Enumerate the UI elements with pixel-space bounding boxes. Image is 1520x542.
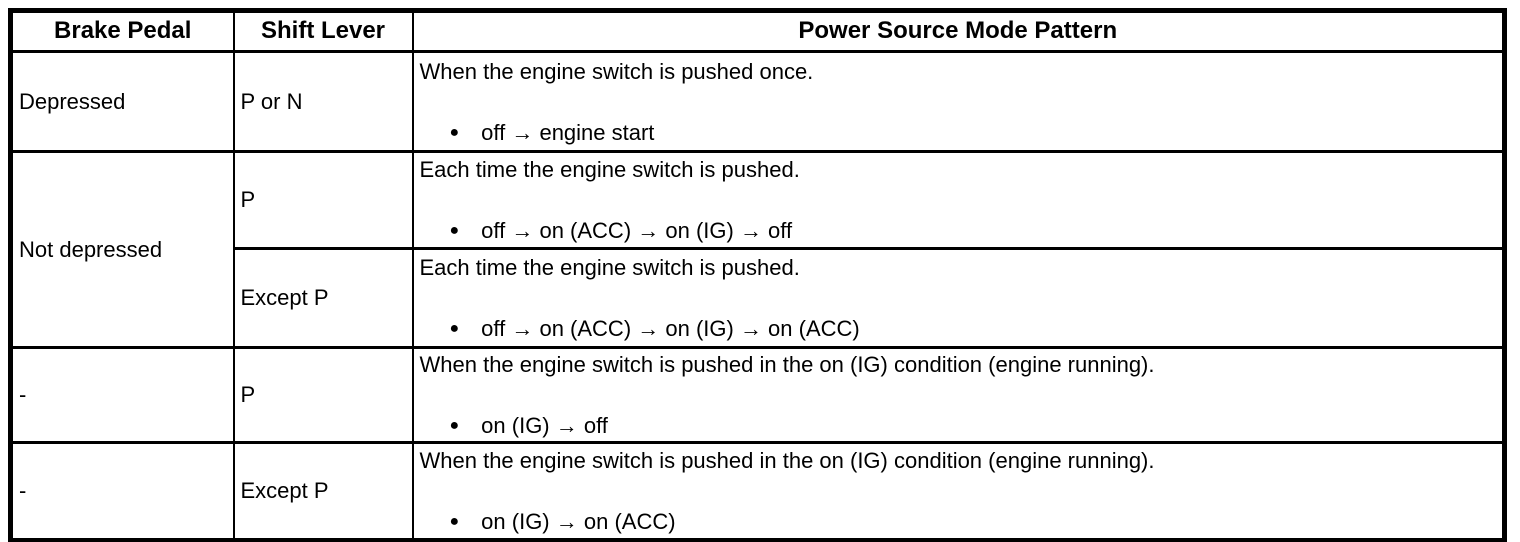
- pattern-sequence: on (IG) → off: [481, 413, 608, 438]
- bullet-icon: ●: [449, 417, 460, 434]
- pattern-bullet-line: ● off → engine start: [420, 120, 1499, 146]
- header-shift-lever: Shift Lever: [232, 9, 414, 53]
- brake-pedal-cell: -: [9, 346, 235, 444]
- pattern-description: When the engine switch is pushed once.: [419, 58, 814, 84]
- bullet-icon: ●: [449, 320, 460, 337]
- pattern-sequence: off → on (ACC) → on (IG) → off: [481, 218, 793, 243]
- shift-lever-cell: P or N: [232, 50, 414, 153]
- header-row: Brake Pedal Shift Lever Power Source Mod…: [9, 9, 1506, 53]
- pattern-cell: When the engine switch is pushed once. ●…: [411, 50, 1506, 153]
- pattern-cell: When the engine switch is pushed in the …: [411, 441, 1506, 542]
- pattern-cell: Each time the engine switch is pushed. ●…: [411, 247, 1506, 349]
- shift-lever-cell: Except P: [232, 247, 414, 349]
- table-row: - P When the engine switch is pushed in …: [9, 346, 1506, 444]
- table-row: Except P Each time the engine switch is …: [11, 247, 1506, 349]
- bullet-icon: ●: [449, 513, 460, 530]
- pattern-sequence: off → engine start: [481, 119, 655, 145]
- pattern-cell: When the engine switch is pushed in the …: [411, 346, 1506, 444]
- pattern-bullet-line: ● on (IG) → on (ACC): [420, 509, 1499, 535]
- pattern-bullet-line: ● off → on (ACC) → on (IG) → off: [420, 218, 1499, 244]
- pattern-bullet-line: ● on (IG) → off: [420, 413, 1499, 439]
- brake-pedal-cell: -: [9, 441, 235, 542]
- pattern-description: Each time the engine switch is pushed.: [419, 255, 800, 280]
- table-row: - Except P When the engine switch is pus…: [9, 441, 1506, 542]
- table-row: Depressed P or N When the engine switch …: [9, 50, 1506, 153]
- table-row: Not depressed P Each time the engine swi…: [9, 150, 1506, 349]
- pattern-bullet-line: ● off → on (ACC) → on (IG) → on (ACC): [420, 316, 1499, 342]
- brake-pedal-cell: Depressed: [9, 50, 235, 153]
- pattern-sequence: on (IG) → on (ACC): [481, 509, 676, 534]
- shift-lever-cell: Except P: [232, 441, 414, 542]
- shift-lever-cell: P: [232, 150, 414, 250]
- brake-pedal-cell: Not depressed: [9, 150, 235, 349]
- pattern-cell: Each time the engine switch is pushed. ●…: [411, 150, 1506, 250]
- bullet-icon: ●: [449, 222, 460, 239]
- pattern-description: Each time the engine switch is pushed.: [419, 157, 800, 182]
- header-brake-pedal: Brake Pedal: [9, 9, 235, 53]
- pattern-description: When the engine switch is pushed in the …: [419, 448, 1155, 473]
- pattern-description: When the engine switch is pushed in the …: [419, 352, 1155, 377]
- power-source-mode-table: Brake Pedal Shift Lever Power Source Mod…: [8, 8, 1507, 542]
- pattern-sequence: off → on (ACC) → on (IG) → on (ACC): [481, 316, 860, 341]
- bullet-icon: ●: [449, 123, 460, 141]
- header-power-source-mode-pattern: Power Source Mode Pattern: [411, 9, 1506, 53]
- shift-lever-cell: P: [232, 346, 414, 444]
